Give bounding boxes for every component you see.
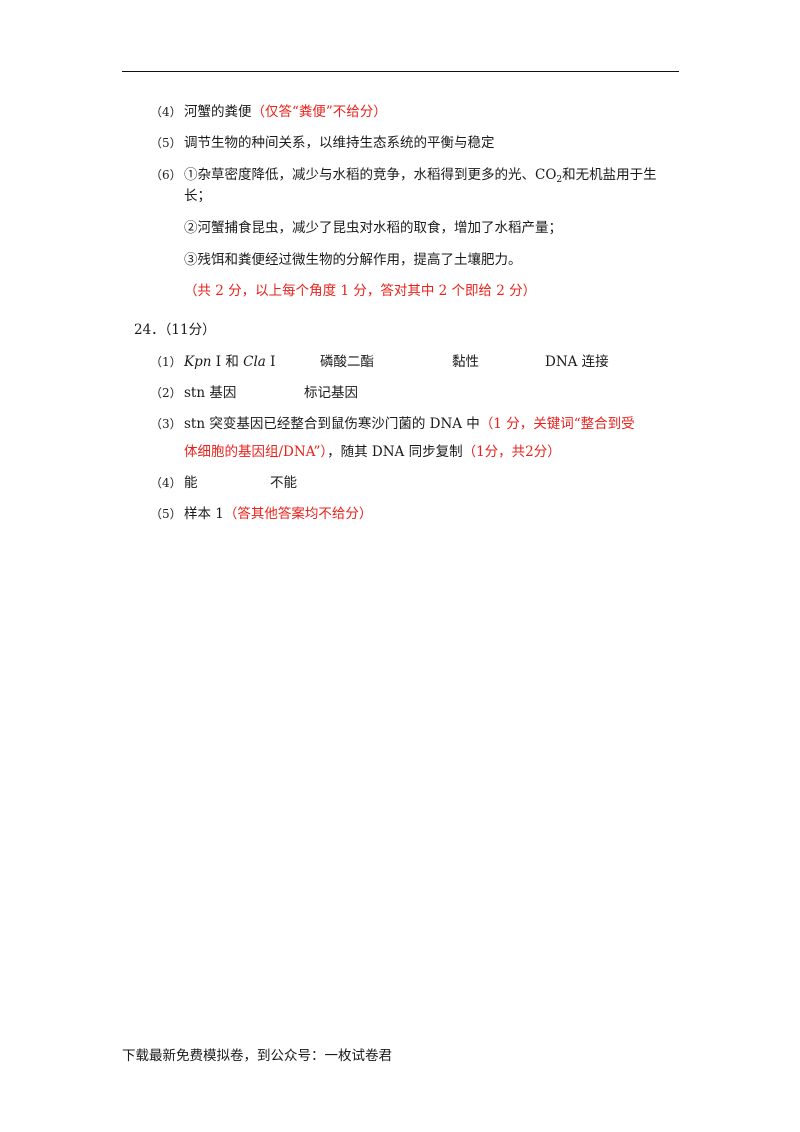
q23-item-6-grading-note: （共 2 分，以上每个角度 1 分，答对其中 2 个即给 2 分） (184, 283, 537, 299)
answer-enzyme: DNA 连接 (545, 354, 609, 370)
answer-text: 和无机盐用于生 (562, 167, 657, 183)
answer-marker: 标记基因 (304, 385, 358, 401)
q24-item-3: （3）stn 突变基因已经整合到鼠伤寒沙门菌的 DNA 中（1 分，关键词“整合… (150, 414, 635, 434)
answer-text: ①杂草密度降低，减少与水稻的竞争，水稻得到更多的光、CO (184, 167, 557, 183)
answer-text: 调节生物的种间关系，以维持生态系统的平衡与稳定 (184, 135, 495, 151)
q24-header: 24．（11分） (134, 322, 216, 338)
answer-text: 河蟹的粪便 (184, 104, 252, 120)
answer-bond: 磷酸二酯 (320, 354, 374, 370)
answer-text: 样本 1 (184, 506, 224, 522)
q24-item-3-cont: 体细胞的基因组/DNA”），随其 DNA 同步复制（1分，共2分） (184, 442, 561, 462)
grading-note: 体细胞的基因组/DNA”） (184, 444, 328, 460)
item-number: （5） (150, 136, 182, 150)
footer-text: 下载最新免费模拟卷，到公众号：一枚试卷君 (122, 1048, 392, 1064)
item-number: （3） (150, 417, 182, 431)
enzyme-kpn: Kpn I 和 Cla I (184, 354, 276, 370)
q23-item-5: （5）调节生物的种间关系，以维持生态系统的平衡与稳定 (150, 133, 495, 153)
grading-note: （1 分，关键词“整合到受 (479, 416, 635, 432)
item-number: （6） (150, 168, 182, 182)
header-rule (122, 71, 679, 72)
answer-text: stn 突变基因已经整合到鼠伤寒沙门菌的 DNA 中 (184, 416, 480, 432)
item-number: （5） (150, 507, 182, 521)
q23-item-6-line-3: ③残饵和粪便经过微生物的分解作用，提高了土壤肥力。 (184, 252, 522, 268)
answer-end: 黏性 (452, 354, 479, 370)
grading-note: （1分，共2分） (462, 444, 561, 460)
q23-item-6-line-1: （6）①杂草密度降低，减少与水稻的竞争，水稻得到更多的光、CO2和无机盐用于生 (150, 165, 657, 190)
q24-item-2: （2） stn 基因 标记基因 (150, 383, 358, 403)
grading-note: （答其他答案均不给分） (223, 506, 373, 522)
answer-text: ，随其 DNA 同步复制 (327, 444, 463, 460)
q23-item-6-line-1-cont: 长； (184, 188, 211, 204)
grading-note: （仅答“粪便”不给分） (251, 104, 387, 120)
q24-item-5: （5）样本 1（答其他答案均不给分） (150, 504, 372, 524)
q23-item-4: （4）河蟹的粪便（仅答“粪便”不给分） (150, 102, 387, 122)
answer-cannot: 不能 (270, 475, 297, 491)
answer-gene: stn 基因 (184, 385, 237, 401)
answer-can: 能 (184, 475, 198, 491)
item-number: （2） (150, 386, 182, 400)
item-number: （1） (150, 355, 182, 369)
subscript: 2 (556, 175, 563, 185)
item-number: （4） (150, 476, 182, 490)
q24-item-4: （4） 能 不能 (150, 473, 297, 493)
q24-item-1: （1） Kpn I 和 Cla I 磷酸二酯 黏性 DNA 连接 (150, 352, 609, 372)
q23-item-6-line-2: ②河蟹捕食昆虫，减少了昆虫对水稻的取食，增加了水稻产量； (184, 220, 562, 236)
item-number: （4） (150, 105, 182, 119)
